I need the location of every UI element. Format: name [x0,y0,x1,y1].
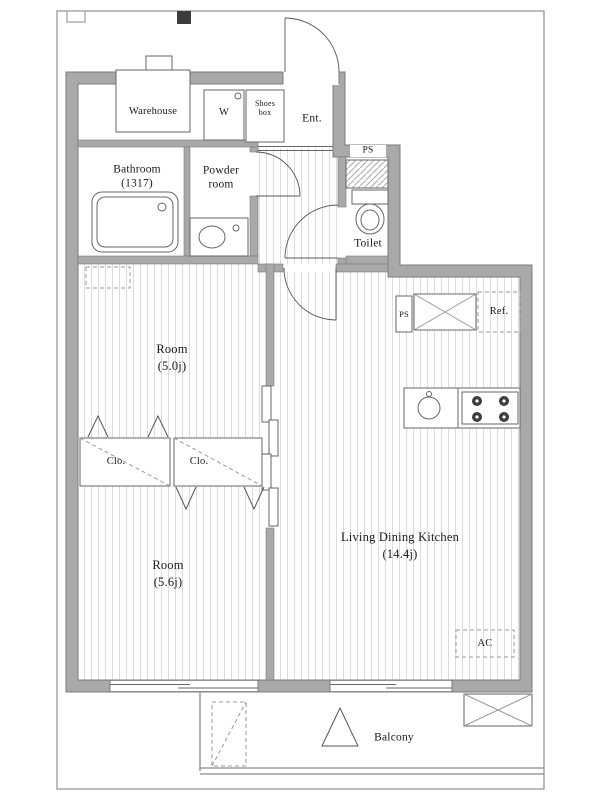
ldk-door [283,267,337,321]
room-a-label-line1: Room [156,341,188,356]
room-a-label-line2: (5.0j) [157,358,187,373]
shoes-box-label-line2: box [258,108,272,117]
stove-icon [461,391,519,425]
ac-label: AC [477,637,493,649]
floor-room-a [78,264,266,438]
washer-label: W [218,106,230,118]
warehouse-door [145,55,173,71]
powder-room-label-line2: room [208,178,234,191]
floor-areas [78,148,520,680]
toilet-ps-duct [345,159,389,189]
kitchen-duct-box [413,293,477,331]
powder-room-label-line1: Powder [202,164,240,177]
warehouse-label: Warehouse [128,105,178,117]
washer-faucet-icon [234,92,242,100]
powder-room-door-arc [255,151,301,197]
washer-box [203,89,245,141]
closet-b-label: Clo. [189,455,209,467]
water-heater-box [211,701,247,767]
ldk-label-line1: Living Dining Kitchen [340,529,460,544]
kitchen-counter [403,387,521,429]
floor-corridor [258,148,338,264]
refrigerator-label: Ref. [489,305,509,317]
balcony-partition-panel [463,693,533,727]
toilet-door [284,204,339,259]
entrance-door [258,17,340,151]
balcony-label: Balcony [374,731,414,744]
powder-room-door [255,151,301,197]
walls [65,71,533,693]
property-border [56,10,545,790]
boundary-marker-dark [177,11,191,24]
closet-b-box [173,437,263,487]
toilet-ps-label-bg [350,145,386,157]
evacuation-hatch-icon [321,706,359,747]
room-b-label-line1: Room [152,557,184,572]
refrigerator-box [477,291,521,333]
kitchen-ps-label: PS [399,308,409,319]
warehouse-box [115,55,191,133]
bathroom-label-line2: (1317) [121,177,153,190]
ac-box [455,629,515,658]
closet-a-box [79,437,171,487]
kitchen-ps-box [395,295,413,333]
entrance-label: Ent. [302,112,322,125]
ldk-label-line2: (14.4j) [382,546,418,561]
vanity-sink-icon [189,217,249,257]
toilet-ps-label: PS [362,145,374,156]
bathroom-label-line1: Bathroom [113,163,161,176]
closet-door-marks [87,414,265,511]
bathtub-icon [91,191,179,253]
shoes-box-label-line1: Shoes [254,99,276,108]
shoes-box [245,89,285,143]
boundary-marker-open [66,10,86,23]
balcony-windows [109,680,453,692]
toilet-label: Toilet [354,237,382,250]
closet-a-label: Clo. [106,455,126,467]
room-b-label-line2: (5.6j) [153,574,183,589]
toilet-door-arc [284,204,339,259]
floor-room-b [78,486,266,680]
toilet-fixture-icon [345,159,389,235]
balcony-area [199,692,544,775]
dashed-box-room-a [85,266,131,289]
ldk-door-arc [283,267,337,321]
kitchen-sink-icon [417,391,441,420]
floor-ldk [274,272,520,680]
entrance-door-arc [284,17,340,73]
